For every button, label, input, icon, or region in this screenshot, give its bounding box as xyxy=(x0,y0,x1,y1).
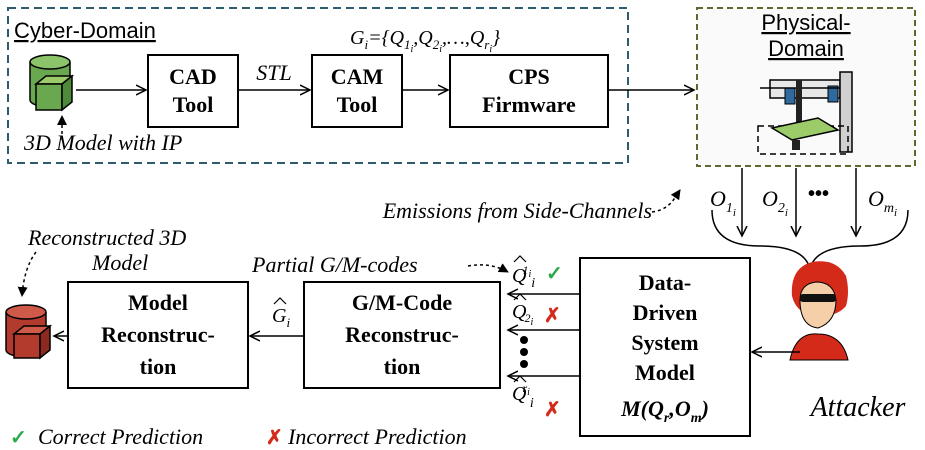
data-driven-line4: Model xyxy=(635,360,695,385)
q2-hat-label: Q2i ✗ xyxy=(512,293,561,328)
cam-tool-line1: CAM xyxy=(331,64,384,89)
gcode-set-label: Gi={Q1i,Q2i,…,Qri} xyxy=(350,27,500,55)
cam-tool-line2: Tool xyxy=(337,92,378,117)
cad-tool-box xyxy=(147,54,239,128)
printer-icon xyxy=(757,71,853,155)
model-recon-line1: Model xyxy=(128,290,188,315)
partial-gm-codes-label: Partial G/M-codes xyxy=(251,252,418,277)
emissions-label: Emissions from Side-Channels xyxy=(382,198,652,223)
cps-firmware-box xyxy=(449,54,609,128)
stl-label: STL xyxy=(256,60,291,85)
reconstructed-model-database-icon xyxy=(5,304,53,360)
q1-hat-label: Q1ii ✓ xyxy=(512,255,563,291)
cyber-domain-title: Cyber-Domain xyxy=(14,18,156,43)
legend-incorrect: Incorrect Prediction xyxy=(287,424,467,449)
legend-check-icon: ✓ xyxy=(10,427,27,449)
physical-domain-title-line2: Domain xyxy=(768,36,844,61)
data-driven-line3: System xyxy=(631,330,698,355)
reconstructed-pointer xyxy=(17,251,37,297)
svg-text:Qrii: Qrii xyxy=(512,381,534,411)
o1-label: O1i xyxy=(710,186,736,219)
3d-model-database-icon xyxy=(29,54,75,112)
q-ellipsis-dot-1 xyxy=(520,336,528,344)
attacker-label: Attacker xyxy=(809,392,906,423)
cps-firmware-line1: CPS xyxy=(508,64,550,89)
gmcode-line1: G/M-Code xyxy=(352,290,452,315)
om-label: Omi xyxy=(868,186,897,219)
cad-tool-line2: Tool xyxy=(173,92,214,117)
model-recon-line3: tion xyxy=(140,354,177,379)
cps-firmware-line2: Firmware xyxy=(482,92,576,117)
q-ellipsis-dot-3 xyxy=(520,360,528,368)
gmcode-line3: tion xyxy=(384,354,421,379)
qr-hat-label: Qrii ✗ xyxy=(512,375,561,421)
gmcode-reconstruction-box xyxy=(303,281,501,389)
o2-label: O2i xyxy=(762,186,788,219)
qr-cross-icon: ✗ xyxy=(544,399,561,421)
model-reconstruction-box xyxy=(67,281,249,389)
data-driven-formula: M(Qr,Om) xyxy=(620,396,709,426)
data-driven-model-box xyxy=(579,257,751,437)
cyber-domain-box xyxy=(7,7,629,164)
legend-correct: Correct Prediction xyxy=(38,424,203,449)
channels-ellipsis: ••• xyxy=(808,183,829,205)
model-recon-line2: Reconstruc- xyxy=(101,322,215,347)
physical-domain-title-line1: Physical- xyxy=(761,10,850,35)
data-driven-line2: Driven xyxy=(633,300,698,325)
gmcode-line2: Reconstruc- xyxy=(345,322,459,347)
g-hat-label: Gi xyxy=(272,297,290,330)
attacker-icon xyxy=(789,261,849,361)
svg-text:Q2i: Q2i xyxy=(512,301,533,328)
3d-model-caption: 3D Model with IP xyxy=(23,130,182,155)
reconstructed-label-line2: Model xyxy=(91,250,148,275)
q2-cross-icon: ✗ xyxy=(544,305,561,327)
emissions-pointer xyxy=(651,189,681,213)
data-driven-line1: Data- xyxy=(639,270,692,295)
reconstructed-label-line1: Reconstructed 3D xyxy=(27,225,186,250)
q1-check-icon: ✓ xyxy=(546,263,563,285)
svg-text:Gi: Gi xyxy=(272,305,290,330)
legend-cross-icon: ✗ xyxy=(266,427,283,449)
partial-pointer xyxy=(467,263,509,273)
cad-tool-line1: CAD xyxy=(169,64,217,89)
q-ellipsis-dot-2 xyxy=(520,348,528,356)
cam-tool-box xyxy=(311,54,403,128)
svg-text:Q1ii: Q1ii xyxy=(512,263,535,291)
